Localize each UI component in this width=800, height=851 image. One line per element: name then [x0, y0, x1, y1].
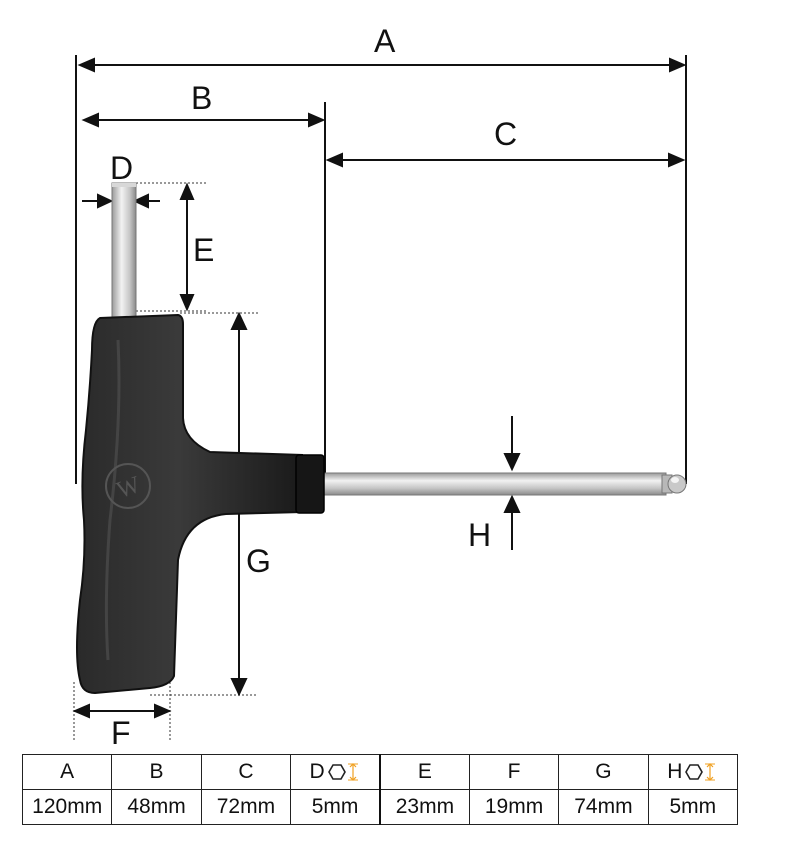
label-g: G	[246, 543, 271, 579]
header-cell-a: A	[21, 754, 113, 790]
dimension-arrows	[72, 57, 687, 719]
value-cell-d: 5mm	[290, 789, 381, 825]
dimension-labels: A B C D E G H F	[110, 23, 517, 751]
dim-h-arrow-top	[503, 453, 521, 472]
dim-a-arrow-left	[77, 57, 95, 73]
dim-b-arrow-left	[81, 112, 99, 128]
hex-size-icon	[685, 763, 716, 782]
dim-c-arrow-right	[668, 152, 686, 168]
label-b: B	[191, 80, 212, 116]
dim-d-arrow-left	[97, 193, 114, 209]
header-cell-b: B	[111, 754, 202, 790]
value-cell-a: 120mm	[21, 789, 113, 825]
value-cell-b: 48mm	[111, 789, 202, 825]
dim-f-arrow-right	[154, 703, 172, 719]
dim-c-arrow-left	[325, 152, 343, 168]
dotted-extension-lines	[73, 182, 258, 742]
value-cell-h: 5mm	[647, 789, 739, 825]
dim-g-arrow-bottom	[230, 678, 248, 697]
extension-lines	[75, 55, 687, 484]
label-a: A	[374, 23, 396, 59]
value-cell-g: 74mm	[558, 789, 649, 825]
dim-a-arrow-right	[669, 57, 687, 73]
table-header-row: A B C D E F G H	[21, 754, 739, 790]
label-h: H	[468, 517, 491, 553]
hex-size-icon	[327, 763, 358, 782]
dim-f-arrow-left	[72, 703, 90, 719]
header-cell-f: F	[468, 754, 560, 790]
label-c: C	[494, 116, 517, 152]
dim-g-arrow-top	[230, 311, 248, 330]
label-f: F	[111, 715, 131, 751]
dim-e-arrow-top	[179, 182, 195, 200]
dim-e-arrow-bottom	[179, 294, 195, 312]
label-e: E	[193, 232, 214, 268]
dim-b-arrow-right	[308, 112, 326, 128]
long-ball-end-shaft	[317, 472, 687, 496]
header-cell-h: H	[647, 754, 739, 790]
value-cell-f: 19mm	[468, 789, 560, 825]
label-d: D	[110, 150, 133, 186]
header-cell-g: G	[558, 754, 649, 790]
dim-d-arrow-right	[132, 193, 149, 209]
header-cell-d: D	[290, 754, 381, 790]
header-cell-e: E	[378, 754, 470, 790]
value-cell-e: 23mm	[378, 789, 470, 825]
t-handle-grip: W	[76, 313, 325, 695]
dim-h-arrow-bottom	[503, 494, 521, 513]
value-cell-c: 72mm	[200, 789, 292, 825]
header-cell-c: C	[200, 754, 292, 790]
dimensions-table: A B C D E F G H 120mm 48mm 72mm 5mm 23mm…	[21, 754, 739, 825]
table-value-row: 120mm 48mm 72mm 5mm 23mm 19mm 74mm 5mm	[21, 789, 739, 825]
short-hex-shaft	[111, 182, 137, 324]
